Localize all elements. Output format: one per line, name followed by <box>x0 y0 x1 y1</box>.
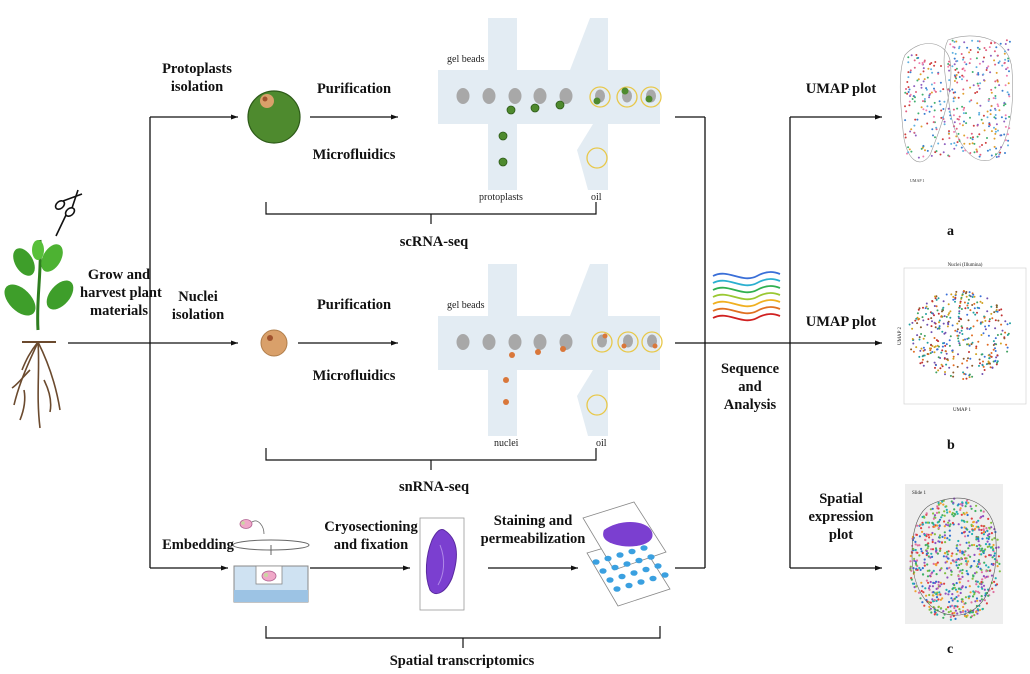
panel-label-a: a <box>947 224 954 239</box>
scissors-icon <box>54 189 83 237</box>
umap-b-title: Nuclei (Illumina) <box>948 263 983 268</box>
chip1-gel-beads-label: gel beads <box>447 54 485 65</box>
plant-icon <box>4 239 74 429</box>
panel-label-c: c <box>947 642 954 657</box>
umap-plot-a: UMAP 1 <box>895 30 1020 188</box>
umap-b-xlabel: UMAP 1 <box>953 408 972 413</box>
microfluidics-label-2: Microfluidics <box>312 368 396 384</box>
scrna-seq-label: scRNA-seq <box>399 234 469 250</box>
umap-plot-label-a: UMAP plot <box>805 81 877 97</box>
tissue-section <box>419 517 465 611</box>
snrna-seq-label: snRNA-seq <box>398 479 470 495</box>
wave-lines-icon <box>712 271 781 322</box>
protoplast-cell <box>247 90 301 144</box>
microfluidic-chip-snrna <box>438 264 663 436</box>
embedding-label: Embedding <box>162 537 234 553</box>
cryo-stage-icon <box>232 519 310 603</box>
nucleus-cell <box>260 329 288 357</box>
chip1-protoplasts-label: protoplasts <box>479 192 523 203</box>
spatial-c-label: Slide 1 <box>912 491 927 496</box>
brace-spatial <box>265 626 661 648</box>
braces <box>265 202 661 648</box>
umap-a-xlabel: UMAP 1 <box>910 178 924 183</box>
umap-plot-label-b: UMAP plot <box>805 314 877 330</box>
spatial-plot-c: Slide 1 <box>905 484 1003 624</box>
spatial-transcriptomics-label: Spatial transcriptomics <box>389 653 535 669</box>
microfluidic-chip-scrna <box>438 18 662 190</box>
umap-b-ylabel: UMAP 2 <box>898 326 903 345</box>
chip1-oil-label: oil <box>591 192 602 203</box>
spatial-slide <box>582 501 671 607</box>
microfluidics-label-1: Microfluidics <box>312 147 396 163</box>
chip2-nuclei-label: nuclei <box>494 438 519 449</box>
connector-lines <box>68 114 882 571</box>
panel-label-b: b <box>947 438 955 453</box>
brace-snrna <box>265 448 597 470</box>
purification-label-1: Purification <box>316 81 392 97</box>
chip2-gel-beads-label: gel beads <box>447 300 485 311</box>
umap-plot-b: Nuclei (Illumina) UMAP 1 UMAP 2 <box>898 263 1027 413</box>
purification-label-2: Purification <box>316 297 392 313</box>
brace-scrna <box>265 202 597 224</box>
chip2-oil-label: oil <box>596 438 607 449</box>
